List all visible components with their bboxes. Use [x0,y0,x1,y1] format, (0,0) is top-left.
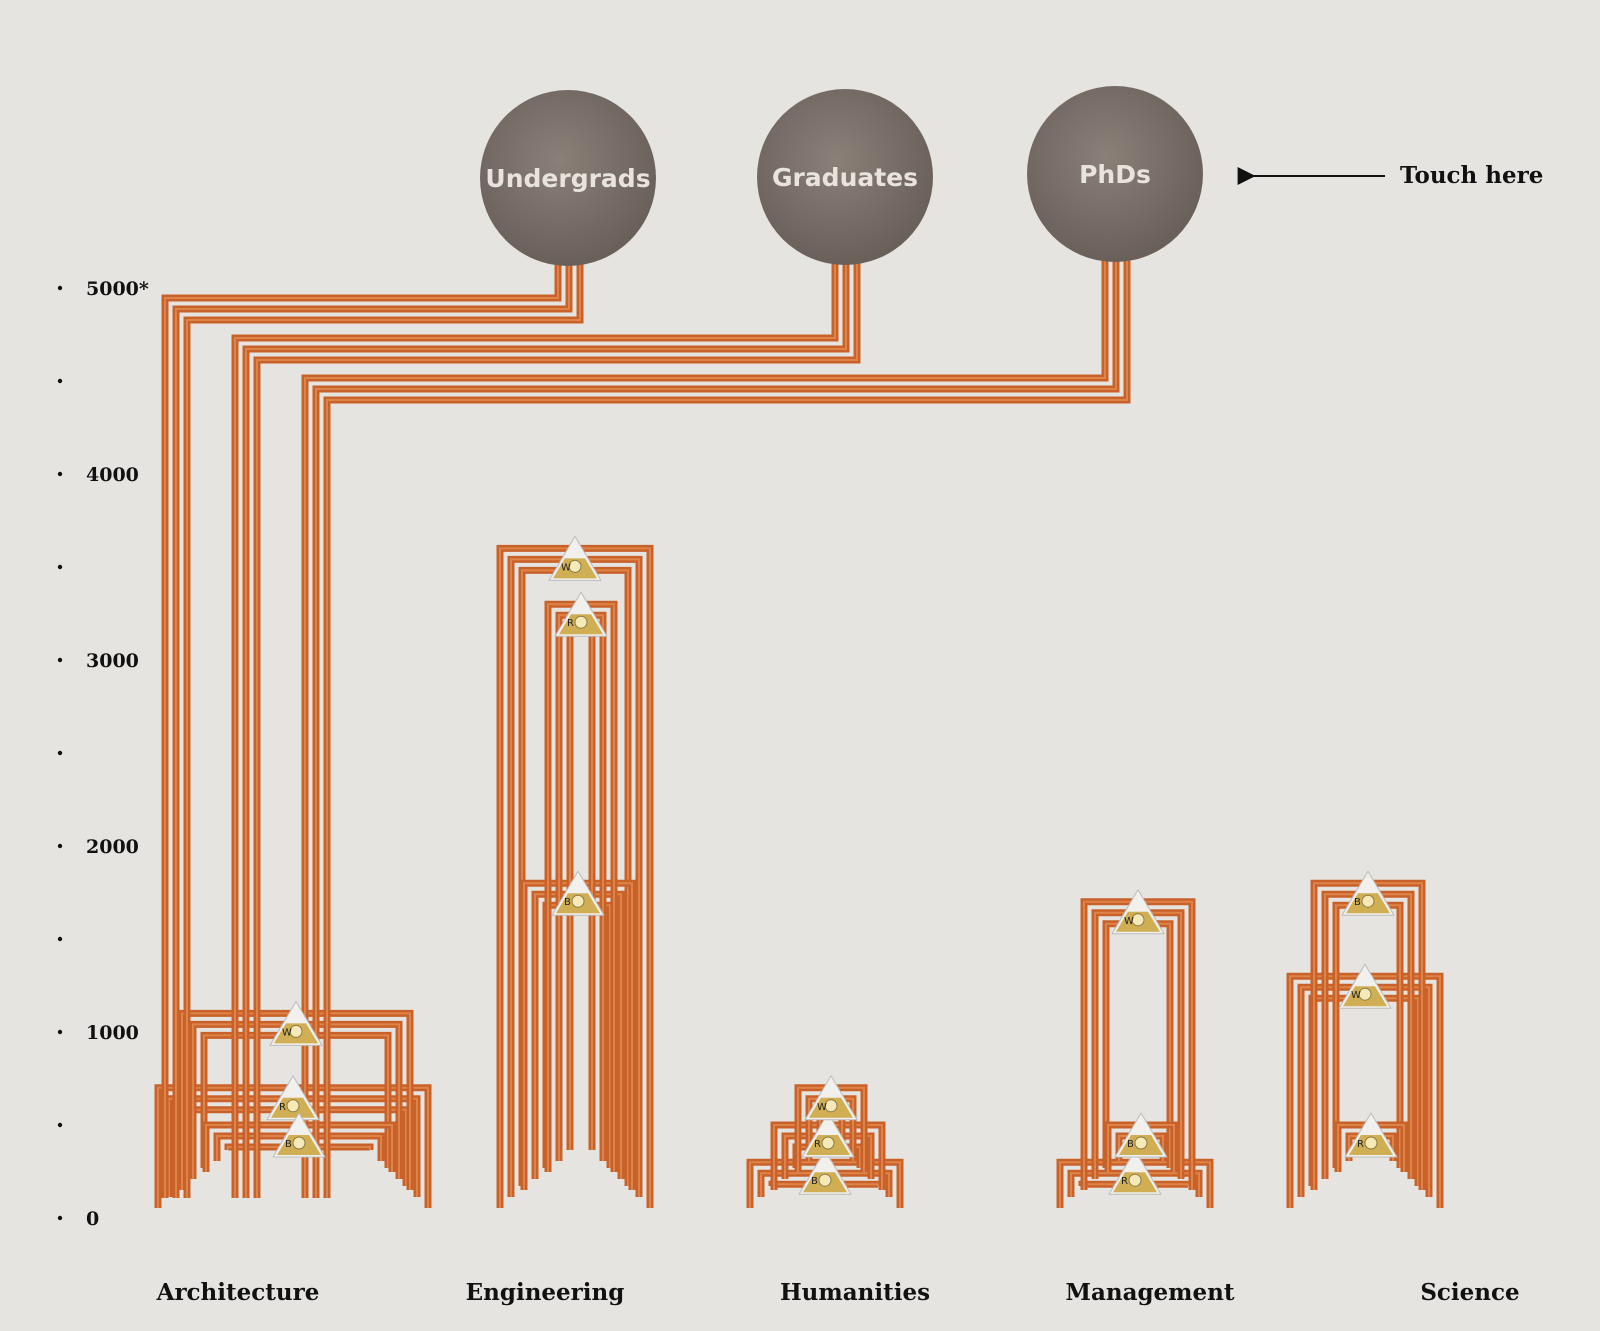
x-category-label: Management [1065,1279,1234,1306]
led-letter: W [1351,990,1361,1001]
feed-trace-shine [234,259,836,1198]
y-tick-dot [57,471,63,477]
y-tick-dot [57,843,63,849]
led-letter: R [1121,1176,1128,1187]
y-tick-dot [57,285,63,291]
x-axis: Architecture Engineering Humanities Managem… [156,1279,1520,1306]
led-lamp [818,1173,832,1187]
led-component: W [1111,889,1165,935]
led-letter: B [564,897,571,908]
feed-trace-shine [186,260,581,1198]
feed-trace-shine [304,256,1106,1198]
x-category-label: Science [1420,1279,1519,1306]
led-component: W [1338,963,1392,1009]
led-lamp [1358,987,1372,1001]
led-letter: B [285,1139,292,1150]
touch-disk[interactable] [480,90,656,266]
led-letter: W [1124,916,1134,927]
feed-trace-shine [326,256,1128,1198]
x-category-label: Humanities [780,1279,930,1306]
led-component: B [798,1149,852,1195]
led-letter: B [1127,1139,1134,1150]
touch-here-text: Touch here [1400,162,1543,189]
y-axis: 0 1000 2000 3000 4000 5000* [57,278,149,1230]
led-letter: W [561,562,571,573]
copper-traces [154,256,1444,1208]
led-letter: R [567,618,574,629]
y-tick-label: 4000 [86,464,139,486]
y-tick-label: 0 [86,1208,99,1230]
led-lamp [821,1136,835,1150]
y-tick-label: 3000 [86,650,139,672]
led-component: R [554,591,608,637]
feed-trace-shine [175,260,570,1198]
led-letter: R [814,1139,821,1150]
x-category-label: Engineering [466,1279,625,1306]
led-component: R [1108,1149,1162,1195]
led-lamp [1128,1173,1142,1187]
led-markers: R W B R W W B R W B B R W B R [266,535,1398,1195]
y-tick-dot [57,1029,63,1035]
led-component: R [1344,1112,1398,1158]
led-lamp [574,615,588,629]
led-letter: W [817,1102,827,1113]
led-component: W [804,1075,858,1121]
led-letter: W [282,1027,292,1038]
touch-disk[interactable] [757,89,933,265]
y-tick-dot [57,1215,63,1221]
series-label: Undergrads [485,164,650,193]
y-tick-label: 5000* [86,278,149,300]
y-tick-label: 1000 [86,1022,139,1044]
touch-disks: Undergrads Graduates PhDs [480,86,1203,266]
y-tick-dot [57,936,63,942]
led-lamp [292,1136,306,1150]
led-component: W [269,1000,323,1046]
y-tick-dot [57,1122,63,1128]
led-component: B [272,1112,326,1158]
led-lamp [1364,1136,1378,1150]
feed-trace [323,256,1131,1198]
feed-trace-shine [256,259,858,1198]
series-label: PhDs [1079,160,1151,189]
led-lamp [289,1024,303,1038]
feed-trace-shine [315,256,1117,1198]
led-lamp [1134,1136,1148,1150]
y-tick-label: 2000 [86,836,139,858]
led-lamp [568,559,582,573]
led-letter: B [811,1176,818,1187]
led-component: B [1341,870,1395,916]
touch-disk[interactable] [1027,86,1203,262]
touch-callout: Touch here [1237,162,1543,189]
led-component: B [1114,1112,1168,1158]
led-component: R [801,1112,855,1158]
y-tick-dot [57,564,63,570]
feed-trace-shine [164,260,559,1198]
led-letter: B [1354,897,1361,908]
y-tick-dot [57,378,63,384]
led-lamp [1361,894,1375,908]
x-category-label: Architecture [156,1279,320,1306]
led-lamp [571,894,585,908]
y-tick-dot [57,657,63,663]
led-letter: R [279,1102,286,1113]
series-label: Graduates [772,163,918,192]
y-tick-dot [57,750,63,756]
led-lamp [286,1099,300,1113]
feed-trace-shine [245,259,847,1198]
led-letter: R [1357,1139,1364,1150]
led-component: B [551,870,605,916]
led-component: R [266,1075,320,1121]
led-lamp [824,1099,838,1113]
led-lamp [1131,913,1145,927]
led-component: W [548,535,602,581]
